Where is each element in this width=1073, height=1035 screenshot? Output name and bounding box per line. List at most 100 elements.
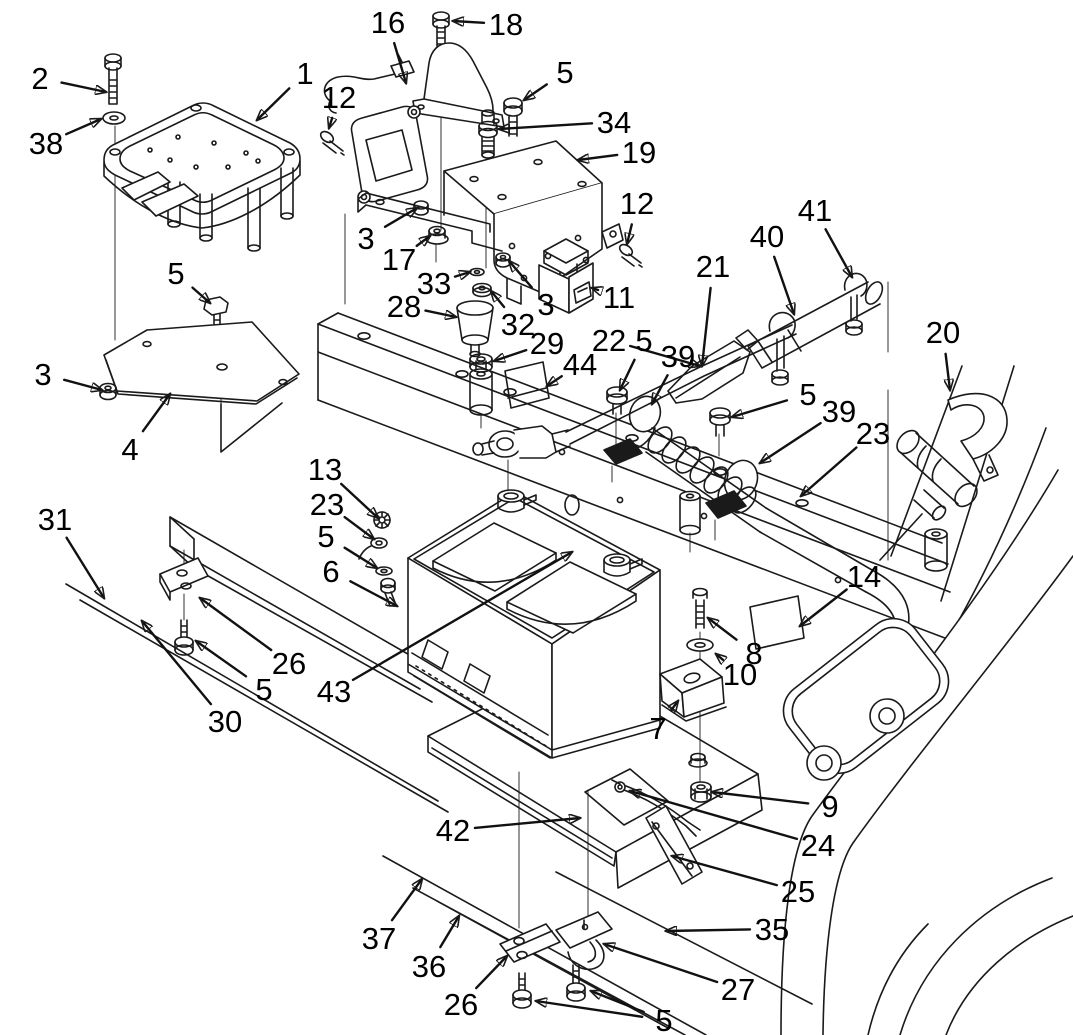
callout-label-8-42: 8 bbox=[745, 636, 762, 671]
bracket-assembly bbox=[319, 11, 643, 409]
callout-leader-28 bbox=[424, 309, 457, 317]
callout-leader-38 bbox=[64, 119, 101, 136]
callout-label-27-52: 27 bbox=[721, 972, 755, 1007]
washer-38 bbox=[102, 111, 126, 125]
callout-label-14-32: 14 bbox=[847, 559, 881, 594]
callout-leader-18 bbox=[453, 21, 486, 23]
callout-label-26-38: 26 bbox=[272, 646, 306, 681]
hold-down-assembly bbox=[659, 587, 805, 803]
callout-label-43-41: 43 bbox=[317, 674, 351, 709]
callout-label-34-7: 34 bbox=[597, 105, 631, 140]
callout-leader-5 bbox=[732, 399, 789, 417]
callout-leader-16 bbox=[393, 41, 406, 83]
clamp-bracket-26-bottom bbox=[499, 923, 561, 963]
wedge-clamp-7 bbox=[659, 658, 727, 722]
bracket-19 bbox=[443, 140, 624, 305]
callout-leader-19 bbox=[578, 155, 619, 160]
decal-44 bbox=[504, 361, 550, 409]
callout-leader-7 bbox=[671, 701, 678, 710]
callout-label-3-14: 3 bbox=[537, 287, 554, 322]
callout-leader-5 bbox=[191, 286, 211, 303]
callout-label-30-40: 30 bbox=[208, 704, 242, 739]
callout-label-23-31: 23 bbox=[856, 416, 890, 451]
bolt-5-bottom-left bbox=[512, 972, 532, 1009]
callout-leader-1 bbox=[257, 87, 291, 120]
callout-label-33-12: 33 bbox=[417, 266, 451, 301]
saddle-clamp-27 bbox=[555, 911, 613, 971]
callout-leader-3 bbox=[62, 378, 102, 390]
callout-label-5-6: 5 bbox=[556, 55, 573, 90]
bolt-18 bbox=[432, 11, 450, 47]
hold-down-ledge bbox=[411, 639, 551, 759]
bolt-5-left bbox=[174, 619, 194, 656]
callout-leader-40 bbox=[773, 255, 794, 314]
callout-label-39-27: 39 bbox=[661, 339, 695, 374]
callout-leader-20 bbox=[946, 352, 950, 390]
callout-label-35-49: 35 bbox=[755, 912, 789, 947]
callout-label-6-36: 6 bbox=[322, 554, 339, 589]
flange-nut bbox=[688, 752, 708, 768]
left-frame-rail bbox=[65, 516, 449, 813]
callout-label-5-54: 5 bbox=[655, 1003, 672, 1035]
callout-label-42-47: 42 bbox=[436, 813, 470, 848]
callout-label-44-28: 44 bbox=[563, 347, 597, 382]
callout-leader-25 bbox=[672, 856, 778, 887]
callout-leader-9 bbox=[712, 792, 810, 805]
callout-label-31-37: 31 bbox=[38, 502, 72, 537]
callout-label-19-8: 19 bbox=[622, 135, 656, 170]
callout-leader-27 bbox=[604, 944, 719, 984]
callout-leader-6 bbox=[349, 580, 397, 606]
callout-leader-33 bbox=[453, 272, 470, 277]
callout-leader-8 bbox=[708, 618, 738, 641]
stud-34 bbox=[478, 109, 498, 159]
callout-leader-30 bbox=[142, 621, 213, 706]
callout-leader-39 bbox=[760, 421, 822, 463]
callout-leader-31 bbox=[65, 536, 104, 598]
callout-label-5-26: 5 bbox=[635, 323, 652, 358]
callout-leader-5 bbox=[620, 358, 636, 390]
callout-label-18-4: 18 bbox=[489, 7, 523, 42]
callout-leader-12 bbox=[627, 223, 632, 244]
callout-label-5-35: 5 bbox=[317, 519, 334, 554]
callout-label-5-29: 5 bbox=[799, 377, 816, 412]
callout-label-39-30: 39 bbox=[822, 394, 856, 429]
washer-10 bbox=[686, 638, 714, 652]
bottom-mounting bbox=[382, 855, 813, 1035]
pivot-plate bbox=[782, 617, 950, 781]
callout-label-36-51: 36 bbox=[412, 949, 446, 984]
callout-leader-34 bbox=[499, 122, 594, 129]
hose-assembly bbox=[603, 272, 1047, 647]
callout-leader-5 bbox=[524, 83, 548, 100]
nut-9 bbox=[690, 781, 712, 803]
callout-leader-23 bbox=[801, 446, 858, 497]
callout-label-2-0: 2 bbox=[31, 61, 48, 96]
callout-label-40-22: 40 bbox=[750, 219, 784, 254]
screw-12-right bbox=[618, 243, 643, 268]
callout-leader-12 bbox=[329, 118, 332, 128]
callout-leader-5 bbox=[536, 1001, 644, 1018]
callout-label-4-20: 4 bbox=[121, 432, 138, 467]
callout-label-29-17: 29 bbox=[530, 326, 564, 361]
frame-oval-hole bbox=[564, 494, 580, 516]
screw-12-left bbox=[319, 130, 345, 156]
callout-label-24-46: 24 bbox=[801, 828, 835, 863]
callout-label-9-45: 9 bbox=[821, 789, 838, 824]
callout-label-1-2: 1 bbox=[296, 56, 313, 91]
callout-label-17-11: 17 bbox=[382, 242, 416, 277]
callout-label-13-33: 13 bbox=[308, 452, 342, 487]
plate-4 bbox=[103, 321, 300, 402]
callout-leader-5 bbox=[343, 546, 377, 568]
mounting-plate-assembly bbox=[99, 296, 300, 453]
callout-label-26-53: 26 bbox=[444, 987, 478, 1022]
callout-leader-11 bbox=[592, 288, 598, 290]
callout-label-32-16: 32 bbox=[501, 307, 535, 342]
callout-leader-26 bbox=[475, 956, 507, 990]
callout-leader-36 bbox=[439, 916, 459, 949]
hanger-clamps-41 bbox=[768, 272, 868, 386]
callout-leader-23 bbox=[343, 515, 374, 539]
callout-leader-29 bbox=[494, 348, 528, 361]
wire-24 bbox=[611, 779, 701, 837]
cover-hump bbox=[423, 42, 494, 118]
